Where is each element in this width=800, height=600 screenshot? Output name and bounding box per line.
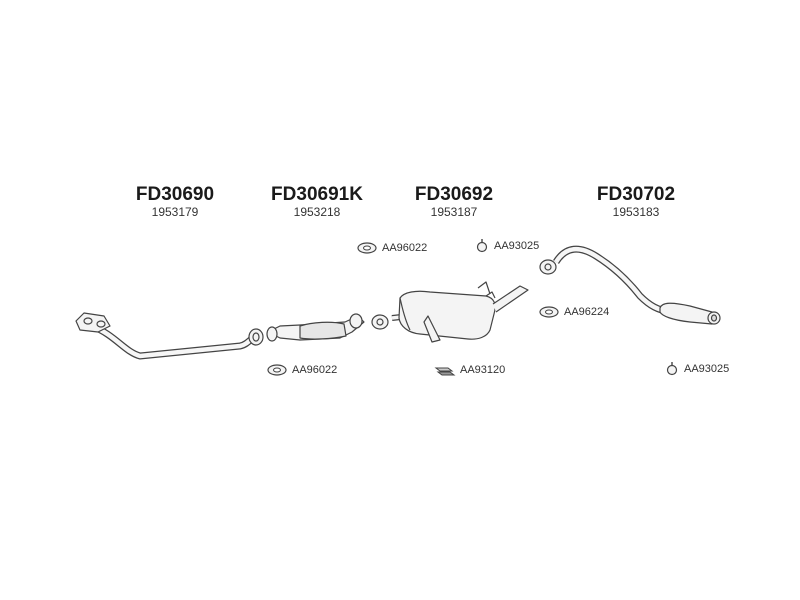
accessory-code: AA96022 — [382, 242, 428, 254]
accessory-code: AA93025 — [494, 240, 540, 252]
accessory-callout: AA93025 — [474, 239, 539, 253]
middle-silencer-drawing — [391, 281, 529, 343]
gasket-ring-icon — [267, 364, 287, 376]
flange-gasket-drawing — [248, 328, 264, 346]
front-pipe-drawing — [75, 312, 258, 360]
part-code: FD30691K — [271, 184, 363, 205]
part-number: 1953179 — [151, 205, 199, 219]
part-code: FD30690 — [135, 184, 215, 205]
accessory-code: AA93120 — [460, 364, 506, 376]
part-code: FD30692 — [414, 184, 494, 205]
hanger-mount-icon — [666, 362, 678, 376]
catalytic-converter-drawing — [266, 313, 365, 342]
clamp-kit-icon — [434, 367, 456, 376]
flange-gasket-drawing — [371, 314, 389, 330]
part-header-catalytic-converter: FD30691K 1953218 — [264, 184, 370, 219]
accessory-callout: AA93120 — [434, 364, 505, 376]
accessory-callout: AA96022 — [266, 364, 337, 376]
accessory-callout: AA96224 — [538, 306, 609, 318]
part-header-middle-silencer: FD30692 1953187 — [408, 184, 500, 219]
accessory-code: AA96022 — [292, 364, 338, 376]
part-header-front-pipe: FD30690 1953179 — [130, 184, 220, 219]
part-number: 1953183 — [612, 205, 660, 219]
accessory-callout: AA96022 — [356, 242, 427, 254]
gasket-ring-icon — [539, 306, 559, 318]
part-code: FD30702 — [596, 184, 676, 205]
gasket-ring-icon — [357, 242, 377, 254]
accessory-code: AA93025 — [684, 363, 730, 375]
part-number: 1953218 — [293, 205, 341, 219]
accessory-code: AA96224 — [564, 306, 610, 318]
hanger-mount-icon — [476, 239, 488, 253]
flange-gasket-drawing — [539, 259, 557, 275]
accessory-callout: AA93025 — [664, 362, 729, 376]
part-number: 1953187 — [430, 205, 478, 219]
part-header-rear-silencer: FD30702 1953183 — [590, 184, 682, 219]
rear-silencer-drawing — [553, 245, 721, 325]
